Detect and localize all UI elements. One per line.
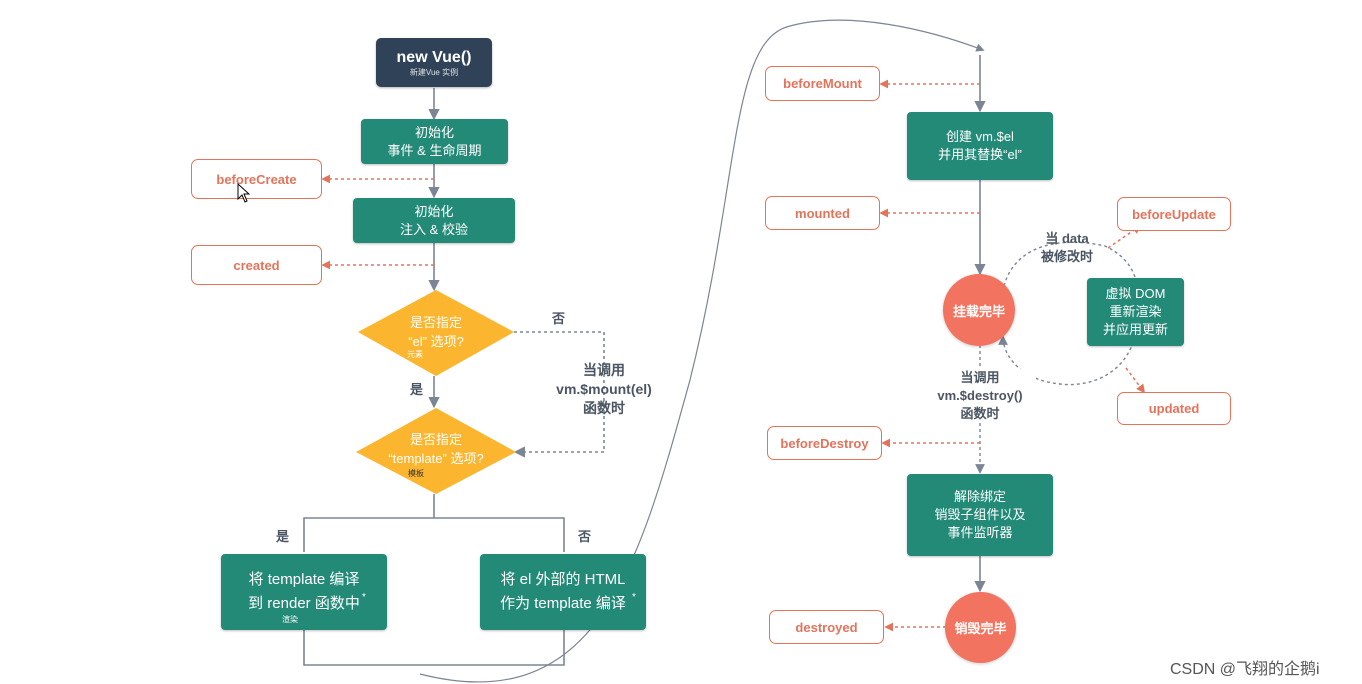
init-inject-node: 初始化 注入 & 校验 — [353, 198, 515, 243]
destroyed-hook: destroyed — [769, 610, 884, 644]
mount-call-line2: vm.$mount(el) — [556, 381, 652, 397]
decision-template-shape — [356, 408, 516, 494]
compile-template-node: 将 template 编译 到 render 函数中 — [221, 554, 387, 630]
decision-template-note: 模板 — [408, 469, 424, 478]
before-create-hook: beforeCreate — [191, 159, 322, 199]
no-label-1: 否 — [552, 311, 566, 326]
init-inject-line2: 注入 & 校验 — [400, 221, 468, 237]
destroy-call-line1: 当调用 — [960, 370, 1000, 385]
no-label-2: 否 — [578, 529, 592, 544]
compile-outer-line1: 将 el 外部的 HTML — [500, 571, 626, 588]
teardown-line1: 解除绑定 — [953, 489, 1006, 504]
decision-template-line1: 是否指定 — [410, 432, 462, 447]
data-change-label: 当 data 被修改时 — [1030, 230, 1104, 266]
new-vue-node: new Vue() 新建Vue 实例 — [376, 38, 492, 87]
destroy-done-label: 销毁完毕 — [954, 621, 1007, 636]
mounted-label: mounted — [795, 205, 850, 221]
virtual-dom-line2: 重新渲染 — [1109, 304, 1162, 319]
data-change-line1: 当 data — [1045, 231, 1089, 246]
before-mount-hook: beforeMount — [765, 66, 880, 101]
mounted-hook: mounted — [765, 196, 880, 230]
init-inject-line1: 初始化 — [414, 203, 454, 219]
teardown-line2: 销毁子组件以及 — [934, 507, 1026, 522]
compile-outer-html-node: 将 el 外部的 HTML 作为 template 编译 — [480, 554, 646, 630]
compile-template-line2: 到 render 函数中 — [248, 595, 360, 612]
mount-call-line3: 函数时 — [583, 400, 625, 416]
destroy-call-line2: vm.$destroy() — [937, 388, 1023, 403]
virtual-dom-line1: 虚拟 DOM — [1105, 286, 1166, 301]
create-el-node: 创建 vm.$el 并用其替换“el” — [907, 112, 1053, 180]
destroy-done-node: 销毁完毕 — [945, 592, 1016, 663]
decision-el-line1: 是否指定 — [410, 315, 462, 330]
watermark: CSDN @飞翔的企鹅i — [1170, 661, 1320, 678]
compile-outer-line2: 作为 template 编译 — [500, 595, 626, 612]
decision-template-line2: “template” 选项? — [388, 451, 483, 466]
new-vue-subtitle: 新建Vue 实例 — [409, 67, 459, 77]
new-vue-title: new Vue() — [396, 48, 472, 66]
virtual-dom-line3: 并应用更新 — [1102, 322, 1168, 337]
compile-template-note: 渲染 — [282, 615, 298, 624]
before-update-label: beforeUpdate — [1132, 206, 1216, 222]
mount-call-label: 当调用 vm.$mount(el) 函数时 — [546, 361, 662, 418]
destroy-call-label: 当调用 vm.$destroy() 函数时 — [924, 369, 1036, 423]
create-el-line2: 并用其替换“el” — [938, 147, 1022, 162]
decision-el-line2: “el” 选项? — [408, 334, 464, 349]
init-events-node: 初始化 事件 & 生命周期 — [361, 119, 508, 164]
mount-call-line1: 当调用 — [583, 362, 625, 378]
compile-template-line1: 将 template 编译 — [248, 571, 360, 588]
decision-el-shape — [358, 290, 514, 376]
mounted-done-node: 挂载完毕 — [943, 274, 1015, 346]
teardown-line3: 事件监听器 — [947, 525, 1013, 540]
compile-outer-asterisk: * — [632, 592, 636, 603]
created-hook: created — [191, 245, 322, 285]
virtual-dom-node: 虚拟 DOM 重新渲染 并应用更新 — [1087, 278, 1184, 346]
init-events-line2: 事件 & 生命周期 — [387, 142, 482, 158]
created-label: created — [233, 257, 280, 273]
before-update-hook: beforeUpdate — [1117, 197, 1231, 231]
before-mount-label: beforeMount — [783, 76, 862, 91]
destroyed-label: destroyed — [795, 619, 858, 635]
yes-label-1: 是 — [410, 382, 424, 397]
decision-el-note: 元素 — [407, 350, 423, 359]
create-el-line1: 创建 vm.$el — [946, 129, 1014, 144]
compile-template-asterisk: * — [362, 592, 366, 603]
before-destroy-hook: beforeDestroy — [767, 426, 882, 460]
mounted-done-label: 挂载完毕 — [952, 303, 1005, 319]
before-create-label: beforeCreate — [216, 171, 297, 187]
before-destroy-label: beforeDestroy — [780, 435, 869, 451]
init-events-line1: 初始化 — [414, 124, 454, 140]
data-change-line2: 被修改时 — [1040, 249, 1093, 264]
destroy-call-line3: 函数时 — [960, 406, 1000, 421]
yes-label-2: 是 — [276, 529, 290, 544]
updated-hook: updated — [1117, 392, 1231, 425]
mouse-cursor-icon — [237, 183, 251, 203]
updated-label: updated — [1148, 401, 1200, 416]
teardown-node: 解除绑定 销毁子组件以及 事件监听器 — [907, 474, 1053, 556]
